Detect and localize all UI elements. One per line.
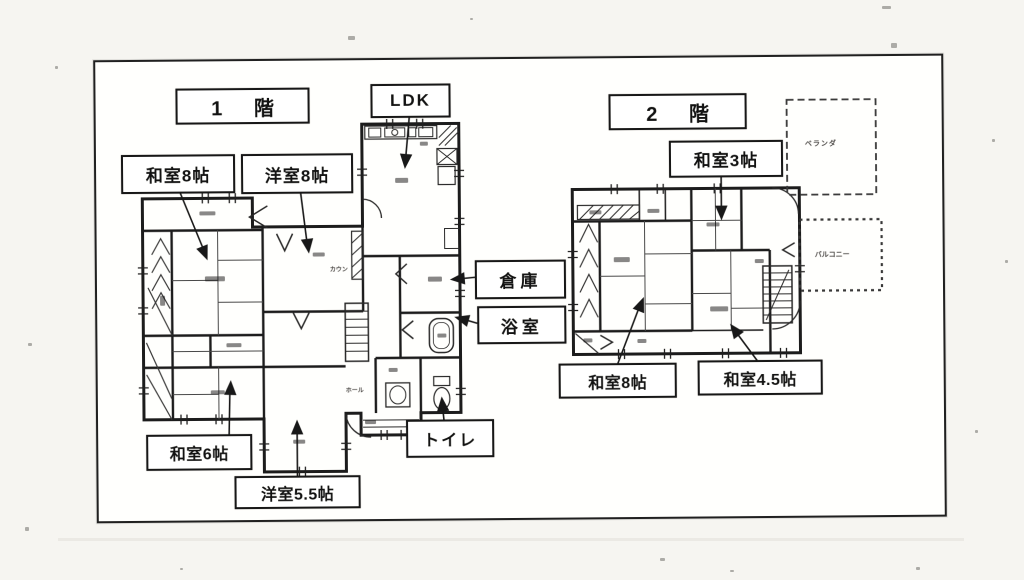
scan-speck bbox=[975, 430, 978, 433]
label-washitsu45-2f: 和室4.5帖 bbox=[698, 360, 823, 396]
scan-speck bbox=[1005, 260, 1008, 263]
label-yoshitsu8: 洋室8帖 bbox=[241, 153, 353, 194]
floor2-engawa-hatch bbox=[575, 224, 599, 353]
label-washitsu6: 和室6帖 bbox=[146, 434, 252, 471]
label-ldk: LDK bbox=[370, 83, 450, 118]
kitchen-counter bbox=[365, 125, 460, 249]
scan-speck bbox=[180, 568, 183, 570]
washbasin-fixture bbox=[386, 383, 410, 407]
label-toilet: トイレ bbox=[406, 419, 494, 458]
scan-speck bbox=[882, 6, 891, 9]
scan-speck bbox=[730, 570, 734, 572]
annotation-hall: ホール bbox=[346, 385, 364, 394]
floor1-title-box: 1 階 bbox=[175, 88, 309, 125]
label-washitsu8-1f: 和室8帖 bbox=[121, 154, 235, 194]
scan-speck bbox=[348, 36, 355, 40]
floor1-engawa-hatch bbox=[146, 239, 173, 420]
annotation-counter: カウン bbox=[330, 264, 348, 273]
scan-speck bbox=[470, 18, 473, 20]
label-souko: 倉庫 bbox=[475, 260, 566, 300]
counter-hatch-column bbox=[352, 231, 363, 279]
label-washitsu8-2f: 和室8帖 bbox=[559, 363, 677, 399]
label-yoshitsu55: 洋室5.5帖 bbox=[234, 475, 360, 509]
label-yokushitsu: 浴室 bbox=[477, 306, 566, 345]
scan-speck bbox=[28, 343, 32, 346]
annotation-balcony: バルコニー bbox=[815, 249, 850, 259]
label-washitsu3-2f: 和室3帖 bbox=[669, 140, 783, 178]
annotation-veranda: ベランダ bbox=[805, 138, 837, 148]
scan-speck bbox=[25, 527, 29, 531]
scan-speck bbox=[55, 66, 58, 69]
scan-speck bbox=[891, 43, 897, 48]
floor2-title-box: 2 階 bbox=[608, 93, 746, 130]
floor2-stairs bbox=[763, 266, 792, 323]
scan-speck bbox=[660, 558, 665, 561]
floor2-closet-hatch bbox=[577, 205, 639, 219]
scan-speck bbox=[992, 139, 995, 142]
scan-speck bbox=[916, 567, 920, 570]
